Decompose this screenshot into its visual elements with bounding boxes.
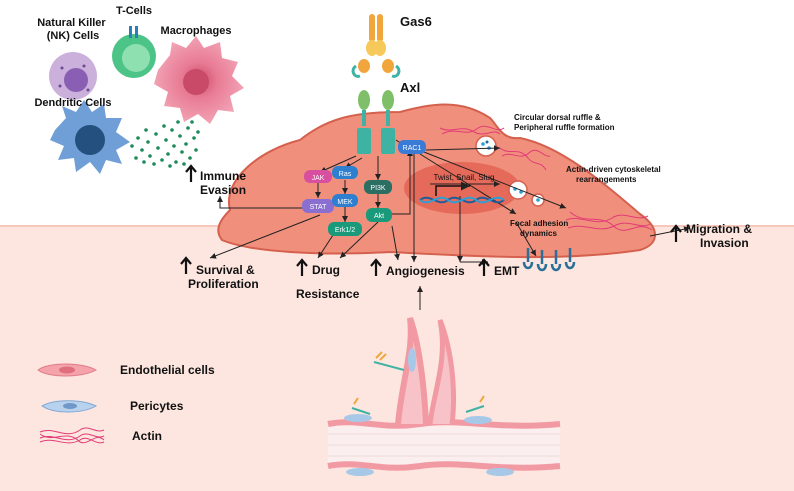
immune-evasion-label-line2: Evasion <box>200 183 246 197</box>
cytokine-dot <box>148 154 152 158</box>
macrophage <box>154 36 244 124</box>
migration-label-line2: Invasion <box>700 236 749 250</box>
cytokine-dot <box>194 148 198 152</box>
axl-receptor-left <box>351 64 371 154</box>
focal-adhesion-label-line1: Focal adhesion <box>510 219 568 228</box>
focal-adhesion-anchors <box>522 248 576 272</box>
node-stat: STAT <box>302 199 334 213</box>
cytokine-dot <box>196 130 200 134</box>
signaling-arrows <box>209 139 691 310</box>
cytokine-dot <box>184 142 188 146</box>
dna-helix <box>419 181 505 204</box>
ruffle-label-line1: Circular dorsal ruffle & <box>514 113 601 122</box>
gas6-label: Gas6 <box>400 14 432 29</box>
macrophages-label: Macrophages <box>161 25 232 37</box>
emt-label: EMT <box>494 264 520 278</box>
cytokine-dot <box>172 144 176 148</box>
legend: Endothelial cells Pericytes Actin <box>37 363 215 444</box>
cytokine-dot <box>134 156 138 160</box>
svg-text:Erk1/2: Erk1/2 <box>335 227 355 234</box>
nk-cell <box>49 52 97 100</box>
axl-label: Axl <box>400 80 420 95</box>
angiogenesis-label: Angiogenesis <box>386 264 465 278</box>
cytokine-dot <box>146 140 150 144</box>
actin-driven-label-line2: rearrangements <box>576 175 637 184</box>
survival-label-line1: Survival & <box>196 263 255 277</box>
cytokine-dot <box>130 144 134 148</box>
ruffle-vesicles <box>475 135 545 207</box>
cytokine-dot <box>152 162 156 166</box>
cytokine-dot <box>136 136 140 140</box>
node-mek: MEK <box>332 194 358 207</box>
svg-text:PI3K: PI3K <box>370 185 386 192</box>
dendritic-cell <box>50 100 130 174</box>
dendritic-cells-label: Dendritic Cells <box>34 97 111 109</box>
cytokine-dot <box>190 120 194 124</box>
cytokine-dot <box>180 150 184 154</box>
cytokine-dot <box>166 152 170 156</box>
node-rac1: RAC1 <box>398 140 426 154</box>
cytokine-dot <box>188 156 192 160</box>
cytokine-dot <box>154 132 158 136</box>
node-jak: JAK <box>304 170 332 183</box>
migration-label-line1: Migration & <box>686 222 752 236</box>
cytokine-dot <box>140 148 144 152</box>
drug-label-line1: Drug <box>312 263 340 277</box>
svg-text:Akt: Akt <box>374 213 384 220</box>
drug-label-line2: Resistance <box>296 287 360 301</box>
cytokine-dot <box>156 146 160 150</box>
t-cell <box>112 26 156 78</box>
cytokine-dot <box>176 120 180 124</box>
actin-driven-label-line1: Actin-driven cytoskeletal <box>566 165 661 174</box>
actin-fibres <box>439 125 653 231</box>
node-akt: Akt <box>366 208 392 222</box>
blood-vessel <box>327 316 561 476</box>
cytokine-dot <box>186 126 190 130</box>
cytokine-dot <box>178 134 182 138</box>
immune-evasion-label-line1: Immune <box>200 169 246 183</box>
cytokine-dot <box>160 158 164 162</box>
outcome-up-arrows <box>180 164 682 276</box>
cytokine-dot <box>174 160 178 164</box>
legend-endothelial-icon <box>37 363 98 377</box>
cytokine-dot <box>182 162 186 166</box>
legend-endothelial-label: Endothelial cells <box>120 363 215 377</box>
cytokine-dot <box>162 124 166 128</box>
svg-text:RAC1: RAC1 <box>403 145 422 152</box>
transcription-factors-label: Twist, Snail, Slug <box>434 173 495 182</box>
svg-text:JAK: JAK <box>312 175 325 182</box>
ruffle-label-line2: Peripheral ruffle formation <box>514 123 615 132</box>
cytokine-dots <box>130 120 200 168</box>
node-pi3k: PI3K <box>364 180 392 194</box>
cytokine-dot <box>164 138 168 142</box>
svg-text:Ras: Ras <box>339 171 352 178</box>
focal-adhesion-label-line2: dynamics <box>520 229 557 238</box>
legend-actin-icon <box>39 427 105 444</box>
legend-pericytes-icon <box>41 400 98 413</box>
nk-cells-label-line1: Natural Killer (NK) Cells <box>37 17 109 42</box>
cytokine-dot <box>168 164 172 168</box>
legend-pericytes-label: Pericytes <box>130 399 184 413</box>
cytokine-dot <box>192 136 196 140</box>
t-cells-label: T-Cells <box>116 5 152 17</box>
node-ras: Ras <box>332 166 358 179</box>
survival-label-line2: Proliferation <box>188 277 259 291</box>
cytokine-dot <box>142 160 146 164</box>
gas6-ligand <box>358 14 394 73</box>
node-erk: Erk1/2 <box>328 222 362 236</box>
svg-text:MEK: MEK <box>337 199 353 206</box>
cytokine-dot <box>170 128 174 132</box>
svg-text:STAT: STAT <box>310 204 328 211</box>
legend-actin-label: Actin <box>132 429 162 443</box>
axl-receptor-right <box>381 64 401 154</box>
cytokine-dot <box>144 128 148 132</box>
